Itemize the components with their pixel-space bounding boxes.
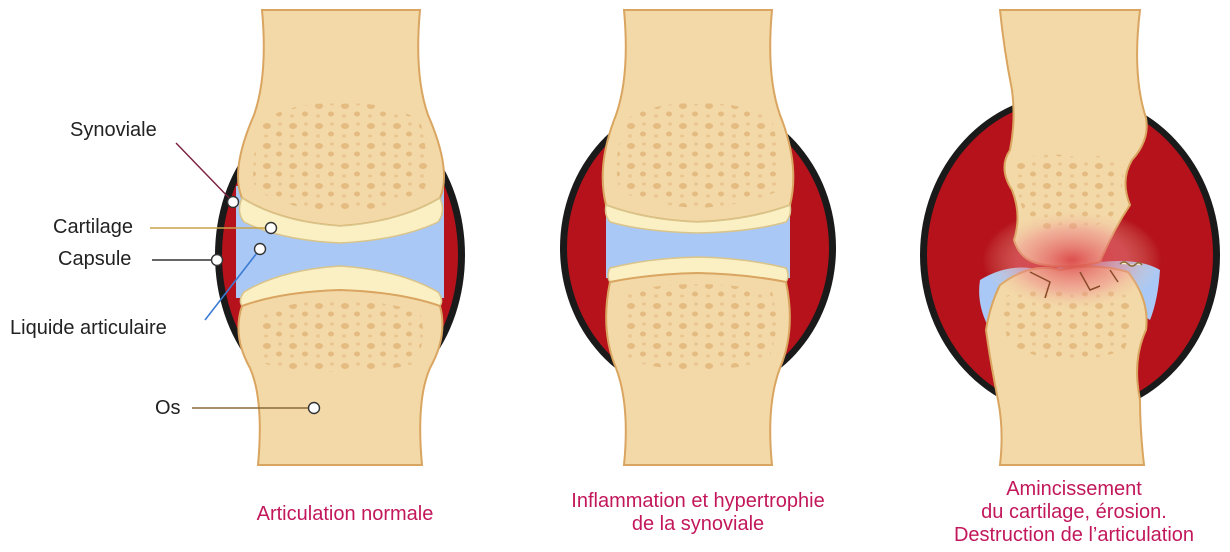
caption-normal: Articulation normale bbox=[200, 503, 490, 526]
cartilage-marker bbox=[266, 223, 277, 234]
joint-normal bbox=[150, 10, 465, 465]
caption-line: de la synoviale bbox=[553, 513, 843, 536]
joint-inflamed bbox=[560, 10, 836, 465]
label-os: Os bbox=[155, 398, 181, 418]
caption-line: du cartilage, érosion. bbox=[924, 501, 1224, 524]
caption-line: Destruction de l’articulation bbox=[924, 524, 1224, 547]
synoviale-marker bbox=[228, 197, 239, 208]
label-liquide-articulaire: Liquide articulaire bbox=[10, 318, 167, 338]
joint-destroyed bbox=[920, 10, 1220, 465]
caption-line: Articulation normale bbox=[200, 503, 490, 526]
caption-inflammation: Inflammation et hypertrophie de la synov… bbox=[553, 490, 843, 536]
label-cartilage: Cartilage bbox=[53, 217, 133, 237]
liquide-marker bbox=[255, 244, 266, 255]
caption-line: Amincissement bbox=[924, 478, 1224, 501]
os-marker bbox=[309, 403, 320, 414]
label-synoviale: Synoviale bbox=[70, 120, 157, 140]
synoviale-leader bbox=[176, 143, 233, 202]
capsule-marker bbox=[212, 255, 223, 266]
caption-destruction: Amincissement du cartilage, érosion. Des… bbox=[924, 478, 1224, 547]
label-capsule: Capsule bbox=[58, 249, 131, 269]
caption-line: Inflammation et hypertrophie bbox=[553, 490, 843, 513]
